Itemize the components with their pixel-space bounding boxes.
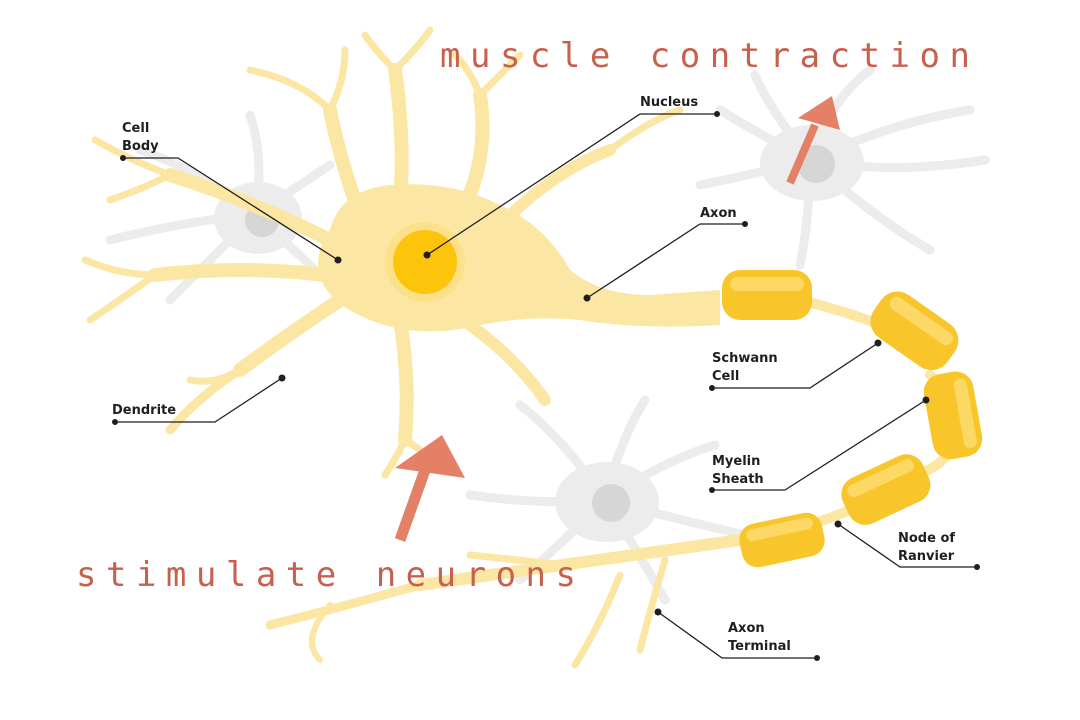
schwann-cell-label-line2: Cell <box>712 369 739 384</box>
cell-body-label-line2: Body <box>122 139 159 154</box>
label-cell-body: Cell Body <box>120 121 342 264</box>
nucleus-label: Nucleus <box>640 95 698 110</box>
myelin-sheath-label-line1: Myelin <box>712 454 760 469</box>
myelin-segment <box>923 371 983 460</box>
label-axon-terminal: Axon Terminal <box>654 608 820 661</box>
schwann-cell-label-line1: Schwann <box>712 351 778 366</box>
myelin-sheath-segments <box>722 270 983 568</box>
cell-body-label-line1: Cell <box>122 121 149 136</box>
nucleus <box>385 222 465 302</box>
node-of-ranvier-label-line2: Ranvier <box>898 549 955 564</box>
dendrite-label: Dendrite <box>112 403 176 418</box>
myelin-segment-highlight <box>730 277 804 291</box>
arrow-up-right-icon <box>786 96 840 185</box>
background-neuron-top-right <box>695 65 990 270</box>
muscle-contraction-caption: muscle contraction <box>440 36 980 76</box>
axon-terminal-label-line1: Axon <box>728 621 765 636</box>
node-of-ranvier-label-line1: Node of <box>898 531 955 546</box>
axon-terminal-label-line2: Terminal <box>728 639 791 654</box>
myelin-sheath-label-line2: Sheath <box>712 472 764 487</box>
arrow-up-icon <box>394 435 465 542</box>
label-myelin-sheath: Myelin Sheath <box>709 396 930 493</box>
label-nucleus: Nucleus <box>423 95 720 259</box>
myelin-segment <box>870 291 959 371</box>
stimulate-neurons-caption: stimulate neurons <box>76 555 586 595</box>
label-schwann-cell: Schwann Cell <box>709 339 882 391</box>
label-node-of-ranvier: Node of Ranvier <box>834 520 980 570</box>
label-axon: Axon <box>583 206 748 302</box>
axon-label: Axon <box>700 206 737 221</box>
label-dendrite: Dendrite <box>112 374 286 425</box>
